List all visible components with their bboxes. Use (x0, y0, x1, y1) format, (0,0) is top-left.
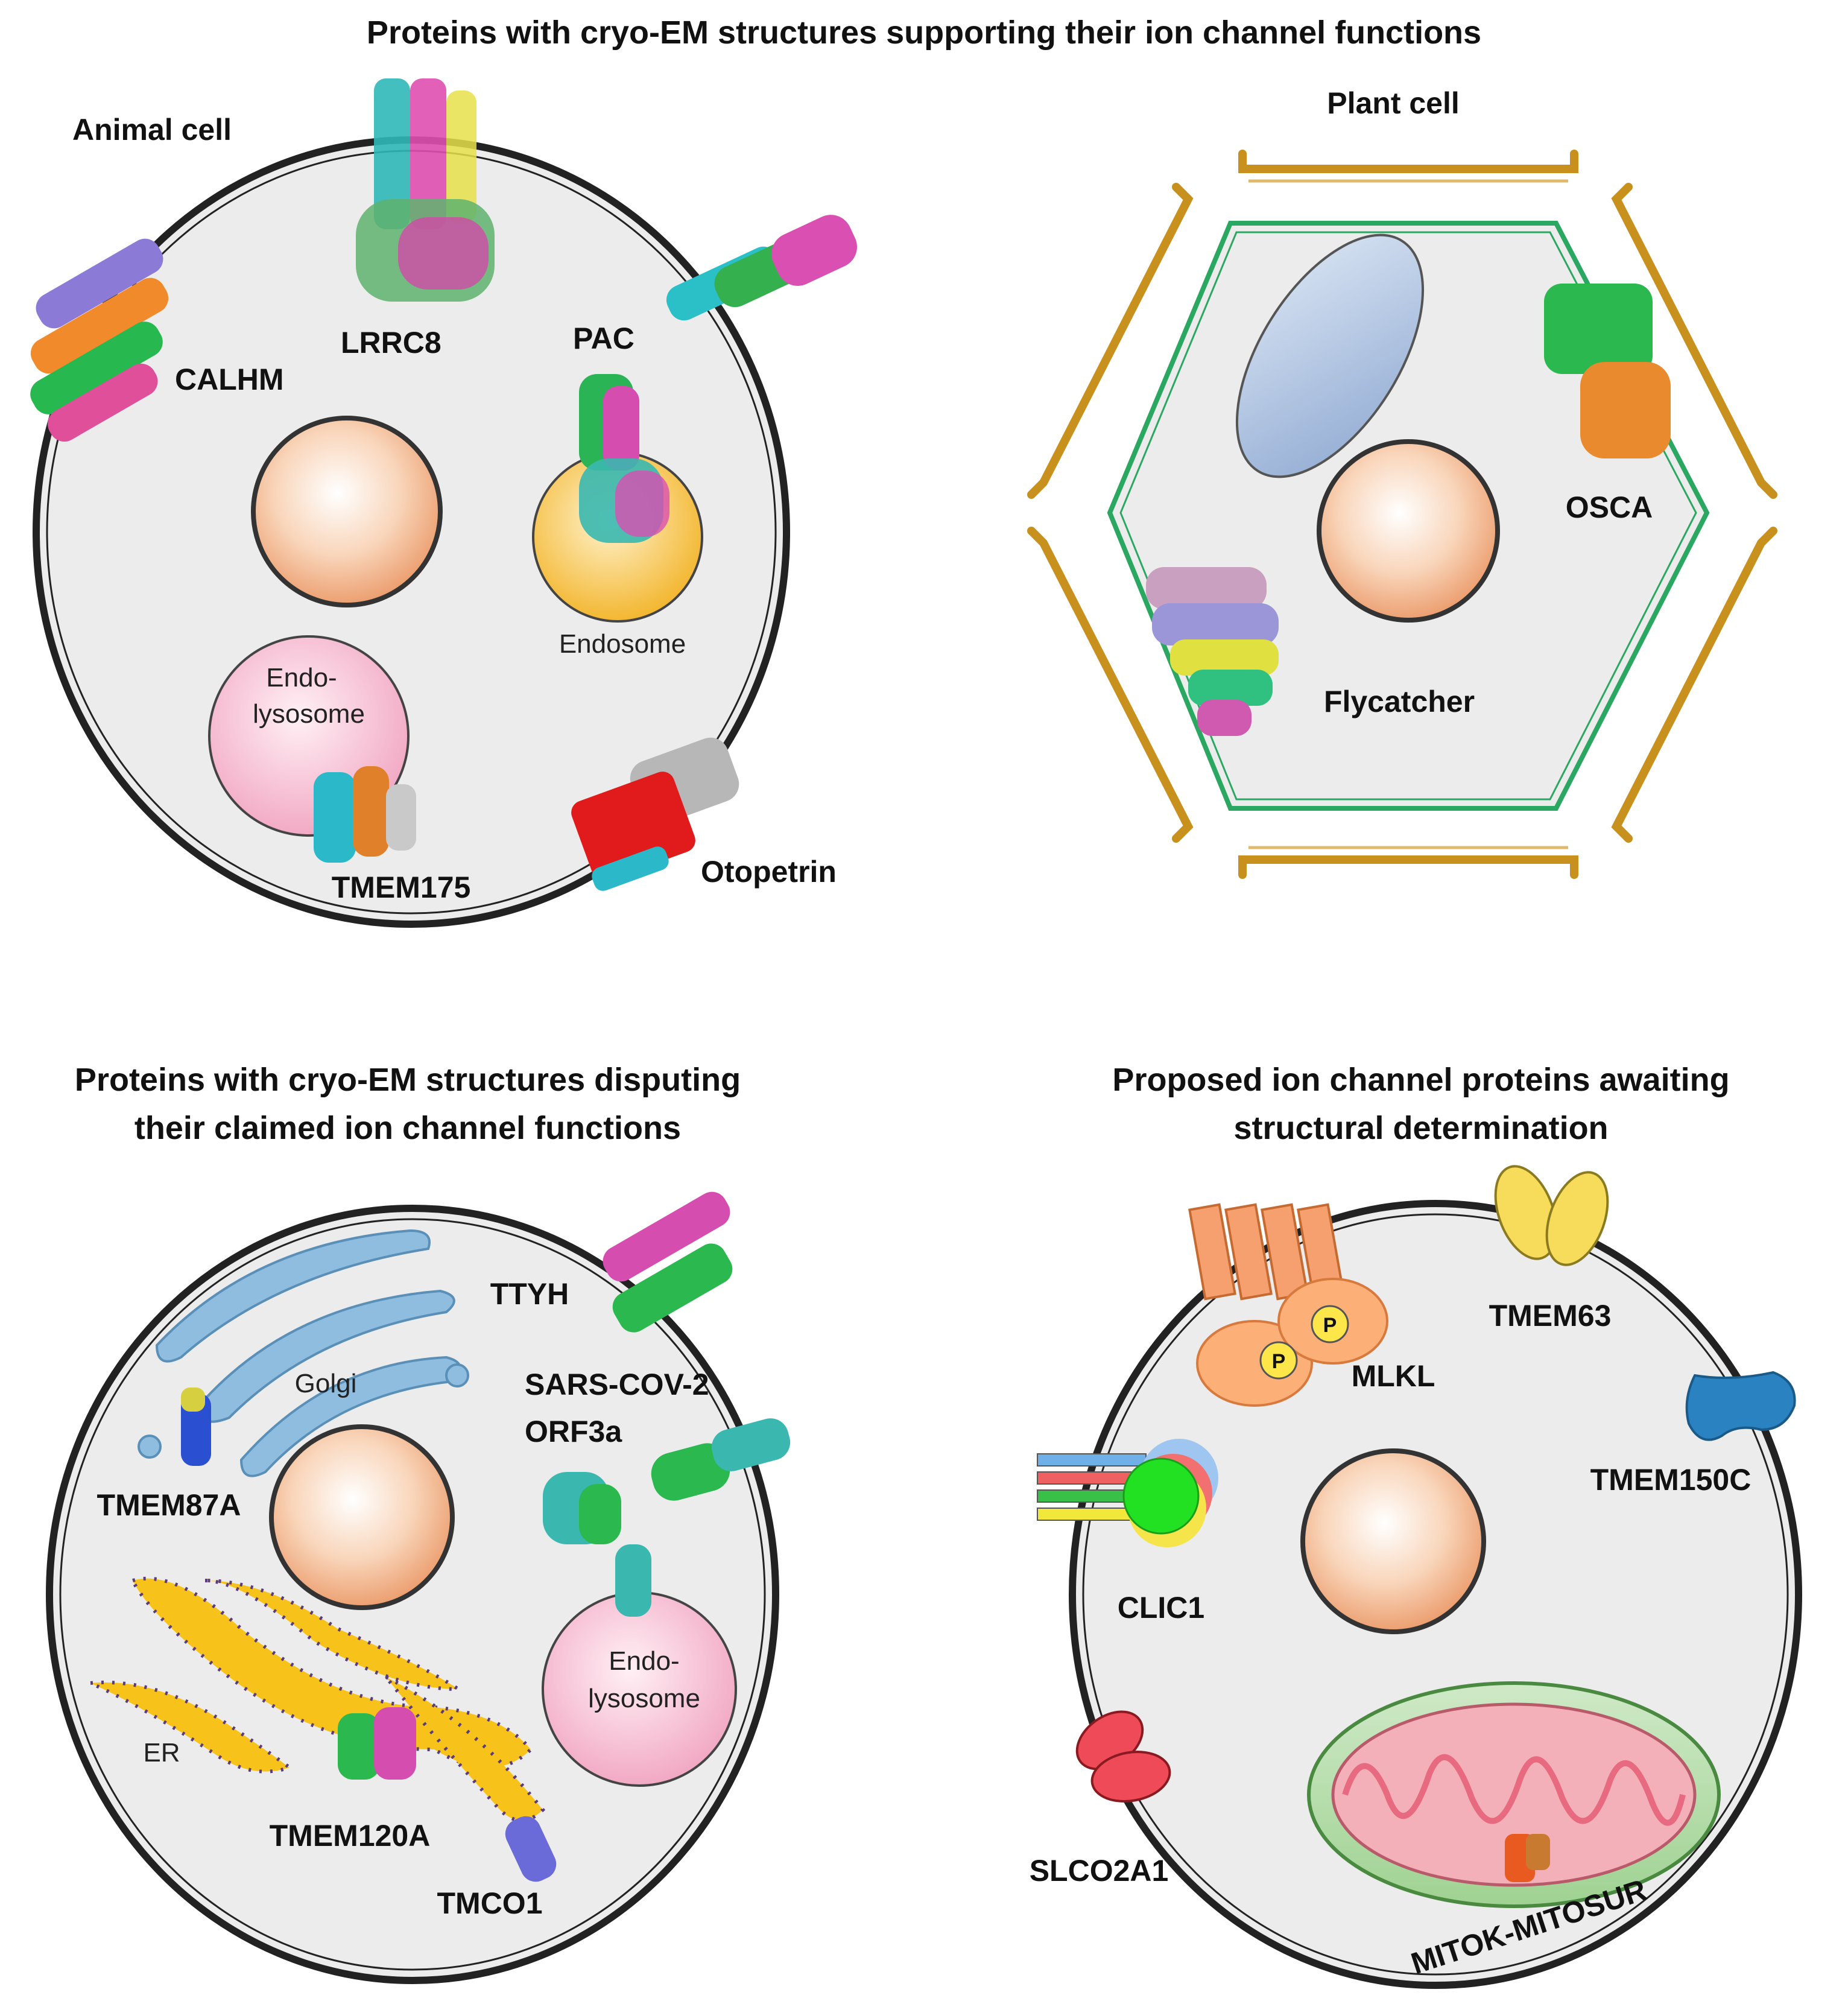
sars-label-line2: ORF3a (525, 1415, 622, 1448)
animal-cell-panel: Animal cell Endosome Endo- lysosome CALH… (30, 78, 857, 928)
osca-structure (1544, 284, 1671, 458)
tmem150c-icon (1685, 1371, 1796, 1441)
clic1-icon (1037, 1439, 1218, 1547)
plant-nucleus (1317, 439, 1500, 623)
tmco1-structure (505, 1816, 557, 1882)
endoplasmic-reticulum (83, 1576, 546, 1822)
clic1-label: CLIC1 (1118, 1591, 1204, 1625)
slco2a1-icon (1075, 1710, 1171, 1803)
lrrc8-structure (356, 78, 495, 302)
plant-cell-panel: Plant cell OSCA (1027, 86, 1777, 879)
ttyh-structure (603, 1191, 733, 1333)
proposed-nucleus (1300, 1448, 1486, 1634)
endosome-label: Endosome (559, 629, 686, 659)
disputed-nucleus (269, 1424, 455, 1610)
lrrc8-label: LRRC8 (341, 326, 441, 360)
slco2a1-label: SLCO2A1 (1030, 1854, 1169, 1888)
tmem175-structure (314, 766, 416, 863)
osca-label: OSCA (1566, 490, 1653, 524)
calhm-structure (30, 238, 169, 442)
pac-surface-structure (666, 215, 857, 321)
plant-cell-heading: Plant cell (1327, 86, 1460, 120)
title-bottom-left-line2: their claimed ion channel functions (134, 1110, 681, 1146)
tmem63-icon (1494, 1165, 1609, 1266)
orf3a-structure (543, 1418, 791, 1617)
golgi (138, 1229, 469, 1477)
tmem120a-structure (338, 1707, 416, 1780)
vacuole (1235, 233, 1425, 478)
mlkl-icon (1188, 1203, 1388, 1407)
er-label: ER (143, 1738, 180, 1768)
flycatcher-label: Flycatcher (1324, 685, 1475, 718)
sars-label-line1: SARS-COV-2 (525, 1368, 709, 1401)
tmem87a-structure (181, 1387, 211, 1466)
mitochondrion (1307, 1681, 1721, 1908)
disputed-endolysosome-label-line2: lysosome (588, 1684, 700, 1713)
mlkl-label: MLKL (1352, 1359, 1435, 1393)
endolysosome-label-line2: lysosome (253, 699, 365, 729)
proposed-cell-panel: TMEM63 P P MLKL TMEM150C (1030, 1165, 1802, 1989)
plant-cell-wall (1027, 150, 1777, 879)
golgi-label: Golgi (295, 1369, 357, 1398)
title-bottom-right-line1: Proposed ion channel proteins awaiting (1112, 1062, 1729, 1098)
pac-label: PAC (573, 322, 634, 355)
otopetrin-label: Otopetrin (701, 855, 837, 889)
disputed-cell-panel: Golgi TMEM87A ER TMEM120A TMCO1 Endo- (46, 1191, 791, 1984)
mlkl-phospho-marker-b: P (1323, 1314, 1337, 1337)
title-bottom-right-line2: structural determination (1233, 1110, 1608, 1146)
calhm-label: CALHM (175, 363, 284, 396)
animal-cell-heading: Animal cell (72, 113, 232, 147)
mlkl-phospho-marker-a: P (1272, 1350, 1286, 1373)
endolysosome-label-line1: Endo- (266, 663, 337, 693)
disputed-endolysosome-label-line1: Endo- (609, 1646, 679, 1676)
tmem120a-label: TMEM120A (270, 1819, 431, 1853)
tmem175-label: TMEM175 (332, 870, 471, 904)
tmco1-label: TMCO1 (437, 1886, 543, 1920)
ttyh-label: TTYH (490, 1277, 569, 1311)
flycatcher-structure (1146, 567, 1279, 736)
tmem87a-label: TMEM87A (97, 1488, 241, 1522)
nucleus (251, 416, 443, 607)
tmem63-label: TMEM63 (1489, 1299, 1612, 1333)
title-bottom-left-line1: Proteins with cryo-EM structures disputi… (75, 1062, 741, 1098)
pac-endosome-structure (579, 374, 669, 543)
title-top: Proteins with cryo-EM structures support… (367, 14, 1481, 51)
otopetrin-structure (571, 737, 739, 891)
tmem150c-label: TMEM150C (1590, 1463, 1751, 1497)
